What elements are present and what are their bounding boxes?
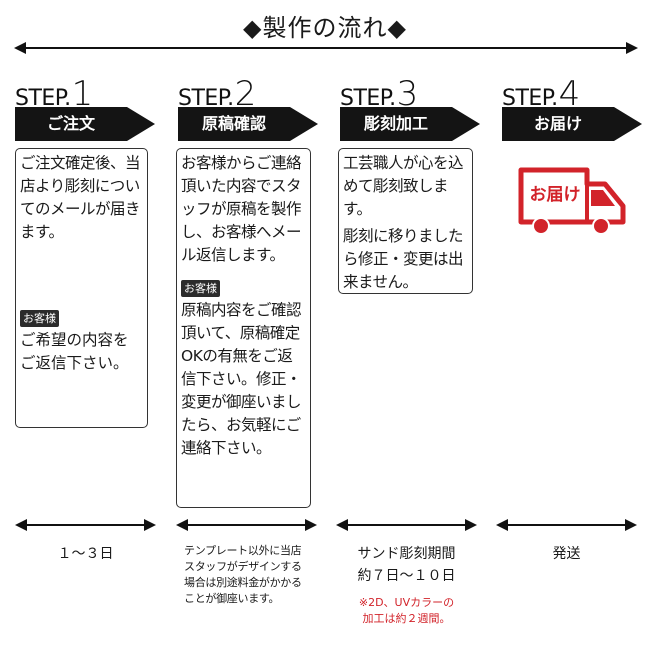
step-4-label: STEP.4 <box>502 74 581 114</box>
step-3-duration-line2: 約７日〜１０日 <box>357 568 456 584</box>
step-3-warning-text: 彫刻に移りましたら修正・変更は出来ません。 <box>343 227 464 291</box>
step-1-banner: ご注文 <box>15 107 155 141</box>
step-2-description: お客様からご連絡頂いた内容でスタッフが原稿を製作し、お客様へメール返信します。 … <box>176 148 311 508</box>
customer-badge: お客様 <box>20 310 59 327</box>
delivery-truck-icon: お届け <box>517 164 627 236</box>
step-3-banner: 彫刻加工 <box>340 107 480 141</box>
step-2-banner: 原稿確認 <box>178 107 318 141</box>
step-3-name: 彫刻加工 <box>363 114 428 133</box>
step-3-description: 工芸職人が心を込めて彫刻致します。 彫刻に移りましたら修正・変更は出来ません。 <box>338 148 473 294</box>
step-3-label: STEP.3 <box>340 74 419 114</box>
step-2-text: お客様からご連絡頂いた内容でスタッフが原稿を製作し、お客様へメール返信します。 <box>181 154 302 264</box>
step-3-color-note-line1: ※2D、UVカラーの <box>358 596 455 609</box>
step-4-banner: お届け <box>502 107 642 141</box>
step-1-text: ご注文確定後、当店より彫刻についてのメールが届きます。 <box>20 154 141 241</box>
step-1-customer-text: ご希望の内容をご返信下さい。 <box>20 331 129 372</box>
step-4-name: お届け <box>533 114 582 133</box>
truck-label: お届け <box>529 185 581 205</box>
step-3-duration-arrow <box>336 519 477 531</box>
step-4-duration-arrow <box>496 519 637 531</box>
step-2-duration-arrow <box>176 519 317 531</box>
page-title: ◆製作の流れ◆ <box>243 14 407 42</box>
step-1-duration-arrow <box>15 519 156 531</box>
step-3-duration-line1: サンド彫刻期間 <box>357 546 456 562</box>
step-3-text: 工芸職人が心を込めて彫刻致します。 <box>343 154 464 218</box>
step-2-note: テンプレート以外に当店スタッフがデザインする場合は別途料金がかかることが御座いま… <box>184 544 302 605</box>
customer-badge: お客様 <box>181 280 220 297</box>
step-4-duration: 発送 <box>552 546 581 562</box>
step-2-label: STEP.2 <box>178 74 257 114</box>
step-1-duration: １〜３日 <box>57 546 114 562</box>
step-3-color-note-line2: 加工は約２週間。 <box>362 612 451 625</box>
step-2-name: 原稿確認 <box>201 114 266 133</box>
step-1-description: ご注文確定後、当店より彫刻についてのメールが届きます。 お客様 ご希望の内容をご… <box>15 148 148 428</box>
step-1-label: STEP.1 <box>15 74 94 114</box>
step-2-customer-text: 原稿内容をご確認頂いて、原稿確定OKの有無をご返信下さい。修正・変更が御座いまし… <box>181 301 302 457</box>
timeline-arrow <box>14 42 638 54</box>
step-1-name: ご注文 <box>46 114 95 133</box>
